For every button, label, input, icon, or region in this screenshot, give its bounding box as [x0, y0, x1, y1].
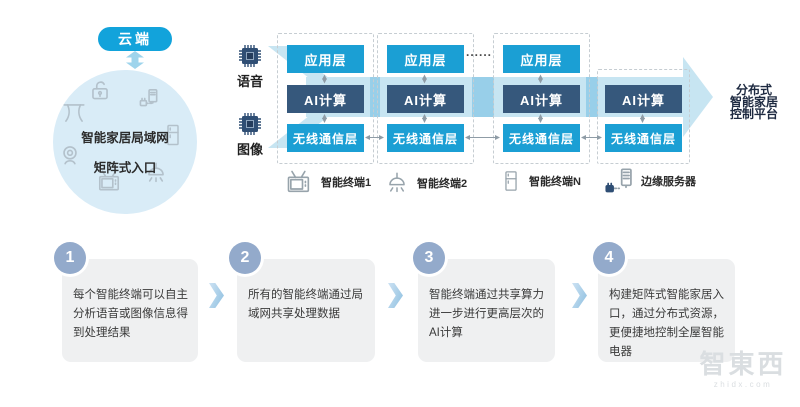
device-label: 边缘服务器	[641, 176, 696, 188]
voice-chip-icon	[239, 45, 261, 67]
platform-line-1: 分布式	[735, 83, 772, 97]
app-layer-box: 应用层	[387, 45, 464, 73]
chevron-right-icon	[209, 283, 224, 308]
cloud-badge: 云端	[98, 27, 172, 51]
platform-label: 分布式 智能家居 控制平台	[714, 84, 794, 120]
wireless-layer-box: 无线通信层	[605, 124, 682, 152]
step-number: 3	[424, 249, 434, 266]
lan-subtitle: 矩阵式入口	[93, 161, 157, 175]
curtain-icon	[61, 100, 87, 131]
device-label: 智能终端2	[417, 178, 468, 190]
tv-device-icon	[287, 170, 310, 193]
device-edge-server: 边缘服务器	[602, 166, 696, 196]
updown-arrow-icon	[126, 51, 144, 69]
lock-icon	[87, 78, 113, 109]
step-number: 4	[604, 249, 614, 266]
device-terminal-2: 智能终端2	[384, 170, 467, 196]
voice-label: 语音	[236, 74, 263, 89]
step-text: 构建矩阵式智能家居入口，通过分布式资源，更便捷地控制全屋智能电器	[609, 289, 724, 358]
platform-line-2: 智能家居	[729, 95, 778, 109]
step-number: 2	[240, 249, 250, 266]
step-card-2: 所有的智能终端通过局域网共享处理数据	[237, 259, 375, 362]
ai-layer-box: AI计算	[387, 85, 464, 113]
watermark: 智東西 zhidx.com	[692, 350, 794, 389]
socket-icon	[135, 86, 161, 117]
fridge-device-icon	[505, 171, 517, 191]
step-card-4: 构建矩阵式智能家居入口，通过分布式资源，更便捷地控制全屋智能电器	[598, 259, 735, 362]
bridge-1	[370, 77, 380, 117]
image-chip-icon	[239, 113, 261, 135]
step-number-badge: 4	[593, 242, 625, 274]
chevron-right-icon	[572, 283, 587, 308]
edge-server-icon	[605, 168, 632, 193]
lan-circle: 智能家居局域网 矩阵式入口	[53, 70, 197, 214]
step-number-badge: 3	[413, 242, 445, 274]
cloud-label: 云端	[118, 31, 152, 47]
ai-layer-box: AI计算	[605, 85, 682, 113]
step-text: 所有的智能终端通过局域网共享处理数据	[248, 289, 363, 320]
ai-layer-box: AI计算	[287, 85, 364, 113]
step-number-badge: 1	[54, 242, 86, 274]
device-label: 智能终端N	[529, 176, 581, 188]
device-label: 智能终端1	[321, 177, 372, 189]
ellipsis: ......	[466, 45, 493, 59]
watermark-domain: zhidx.com	[713, 380, 773, 389]
image-label: 图像	[236, 142, 263, 157]
wireless-layer-box: 无线通信层	[387, 124, 464, 152]
wireless-layer-box: 无线通信层	[287, 124, 364, 152]
step-card-3: 智能终端通过共享算力进一步进行更高层次的AI计算	[418, 259, 555, 362]
terminal-column-1: 应用层 AI计算 无线通信层	[277, 33, 374, 164]
lamp-icon	[143, 160, 169, 191]
webcam-icon	[57, 142, 83, 173]
app-layer-box: 应用层	[503, 45, 580, 73]
chevron-right-icon	[388, 283, 403, 308]
device-terminal-n: 智能终端N	[500, 166, 581, 196]
step-number: 1	[65, 249, 75, 266]
app-layer-box: 应用层	[287, 45, 364, 73]
device-terminal-1: 智能终端1	[284, 168, 371, 196]
terminal-column-2: 应用层 AI计算 无线通信层	[377, 33, 474, 164]
wireless-layer-box: 无线通信层	[503, 124, 580, 152]
fridge-icon	[161, 122, 185, 153]
step-card-1: 每个智能终端可以自主分析语音或图像信息得到处理结果	[62, 259, 198, 362]
bridge-2	[472, 77, 494, 117]
ai-layer-box: AI计算	[503, 85, 580, 113]
band-arrowhead	[683, 57, 713, 137]
step-text: 智能终端通过共享算力进一步进行更高层次的AI计算	[429, 289, 544, 339]
terminal-column-n: 应用层 AI计算 无线通信层	[493, 33, 590, 164]
lamp-device-icon	[389, 172, 405, 193]
lan-title: 智能家居局域网	[81, 131, 169, 145]
tv-icon	[95, 168, 123, 199]
platform-line-3: 控制平台	[729, 107, 778, 121]
watermark-logo: 智東西	[699, 349, 787, 379]
edge-server-column: AI计算 无线通信层	[597, 69, 690, 164]
step-text: 每个智能终端可以自主分析语音或图像信息得到处理结果	[73, 289, 188, 339]
step-number-badge: 2	[229, 242, 261, 274]
